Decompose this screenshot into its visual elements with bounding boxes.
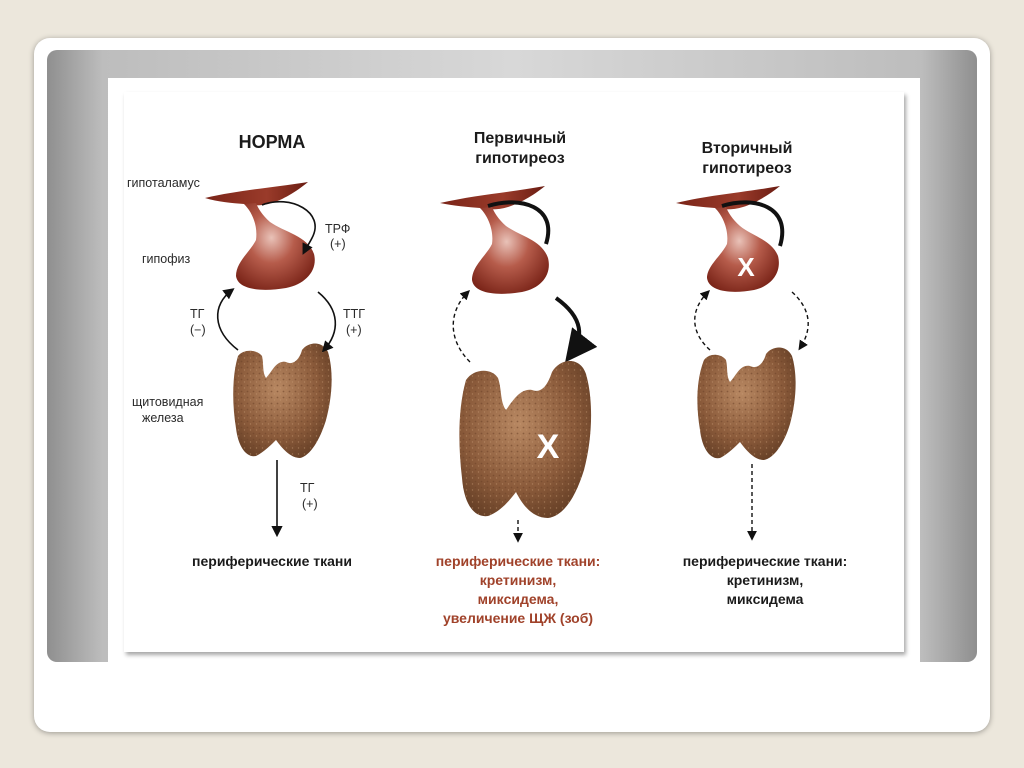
ttg-arrow-secondary (791, 291, 809, 351)
column-title-secondary-line2: гипотиреоз (702, 160, 791, 177)
thyroid-goiter (459, 361, 592, 518)
column-title-secondary-line1: Вторичный (702, 140, 793, 157)
column-normal: НОРМА гипоталамус гипофиз щитовидная жел… (127, 132, 365, 569)
column-secondary: Вторичный гипотиреоз X периферические тк… (676, 140, 847, 607)
label-tg-bottom: ТГ (300, 481, 315, 495)
label-thyroid-line1: щитовидная (132, 395, 203, 409)
hypothalamus-shape-primary (440, 186, 545, 210)
result-primary-line1: периферические ткани: (436, 553, 601, 569)
result-primary-line4: увеличение ЩЖ (зоб) (443, 610, 593, 626)
result-primary-line3: микcидема, (478, 591, 559, 607)
result-normal-line1: периферические ткани (192, 553, 352, 569)
label-pituitary: гипофиз (142, 252, 191, 266)
trf-arrow-secondary (721, 200, 785, 247)
result-secondary-line3: микcидема (727, 591, 804, 607)
pituitary-shape (236, 203, 315, 290)
label-hypothalamus: гипоталамус (127, 176, 200, 190)
hypothalamus-shape (205, 182, 308, 206)
thyroid-normal (233, 343, 332, 458)
label-trf-sign: (+) (330, 237, 346, 251)
block-mark-primary: X (537, 428, 560, 466)
trf-arrow-primary (487, 200, 551, 245)
column-title-normal: НОРМА (239, 132, 306, 152)
hypothalamus-shape-secondary (676, 186, 780, 210)
column-title-primary-line2: гипотиреоз (475, 150, 564, 167)
column-title-primary-line1: Первичный (474, 130, 566, 147)
label-trf: ТРФ (325, 222, 350, 236)
ttg-arrow (317, 291, 337, 353)
thyroid-secondary (697, 347, 796, 460)
result-secondary-line2: кретинизм, (727, 572, 804, 588)
label-thyroid-line2: железа (142, 411, 184, 425)
pituitary-shape-secondary (707, 207, 779, 292)
label-tg-left: ТГ (190, 307, 205, 321)
label-tg-left-sign: (−) (190, 323, 206, 337)
label-ttg: ТТГ (343, 307, 365, 321)
trf-arrow (261, 200, 316, 255)
result-primary-line2: кретинизм, (480, 572, 557, 588)
result-secondary-line1: периферические ткани: (683, 553, 848, 569)
tg-feedback-arrow-primary (452, 290, 471, 363)
ttg-arrow-primary (554, 296, 598, 363)
tg-feedback-arrow (216, 288, 239, 351)
tg-feedback-arrow-secondary (694, 290, 711, 351)
column-primary: Первичный гипотиреоз X периферические тк… (436, 130, 601, 626)
pituitary-shape-primary (472, 207, 549, 294)
label-tg-bottom-sign: (+) (302, 497, 318, 511)
label-ttg-sign: (+) (346, 323, 362, 337)
block-mark-secondary: X (737, 252, 755, 282)
